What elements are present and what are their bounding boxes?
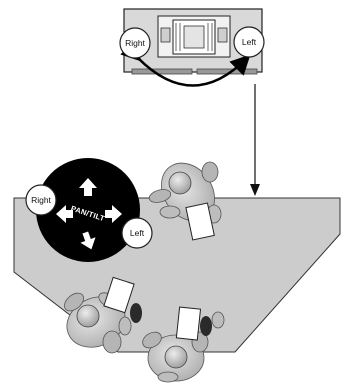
person-bottom-left	[64, 292, 132, 354]
remote-down-arrow	[77, 231, 96, 250]
remote-up-arrow	[79, 178, 97, 196]
document-bottom-center	[175, 306, 202, 341]
remote-disc	[36, 158, 140, 262]
document-bottom-left	[103, 276, 135, 314]
person-bottom-left-head	[76, 304, 100, 328]
remote-control: PAN/TILT Right Left	[25, 158, 153, 262]
camera-right-label: Right	[125, 38, 145, 48]
connector-arrow	[250, 84, 260, 196]
remote-right-arrow	[105, 205, 122, 223]
person-bottom-center-head	[164, 345, 188, 369]
camera-base-left	[131, 68, 193, 75]
camera-left-label: Left	[242, 37, 257, 47]
mug-bottom-center	[200, 316, 212, 336]
mug-bottom-left	[130, 303, 142, 323]
camera-left-circle	[233, 26, 265, 58]
rotation-arrow	[120, 40, 251, 87]
remote-left-circle	[121, 217, 153, 249]
remote-right-circle	[25, 184, 57, 216]
document-top	[185, 202, 215, 241]
person-bottom-center	[142, 331, 209, 383]
person-top-head	[168, 171, 192, 195]
remote-left-label: Left	[130, 228, 145, 238]
remote-left-arrow	[56, 205, 73, 223]
camera-right-circle	[119, 27, 151, 59]
remote-right-label: Right	[31, 195, 51, 205]
camera-unit: Right Left	[119, 8, 265, 87]
